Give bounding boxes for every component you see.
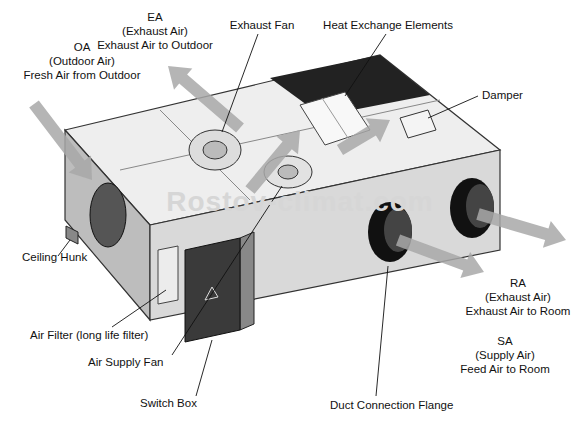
airflow-arrow [168,66,244,133]
part-name: Exhaust Fan [230,18,295,32]
airflow-arrow [476,208,566,248]
airflow-arrow [396,234,484,278]
leader-line [428,96,478,118]
ra-flange [450,178,494,238]
air-filter [158,246,178,304]
flow-description: Exhaust Air to Outdoor [97,38,213,52]
part-name: Air Supply Fan [88,355,163,369]
part-name: Air Filter (long life filter) [30,328,148,342]
flow-description: Exhaust Air to Room [466,304,571,318]
exhaust-fan [189,130,241,170]
flow-name: (Outdoor Air) [49,54,115,68]
leader-line [345,34,386,96]
switch-box [185,238,240,342]
part-name: Duct Connection Flange [330,398,453,412]
airflow-arrow [29,100,92,180]
part-name: Heat Exchange Elements [323,18,453,32]
flow-name: (Supply Air) [475,348,534,362]
leader-line [112,290,166,327]
fan-motor [203,141,227,159]
leader-line [376,266,388,396]
leader-line [196,340,212,396]
part-name: Switch Box [140,396,197,410]
flow-code: SA [497,334,512,348]
ceiling-hunk [66,226,78,244]
fan-motor [278,165,298,179]
damper [400,110,436,138]
part-name: Ceiling Hunk [22,250,87,264]
heat-exchanger-fin [322,98,348,138]
flow-name: (Exhaust Air) [485,290,551,304]
airflow-arrow [245,130,300,194]
flow-code: EA [147,10,162,24]
watermark: Rostov-climat.com [166,186,434,218]
leader-line [222,34,258,132]
flow-description: Fresh Air from Outdoor [24,68,141,82]
flow-code: OA [74,40,91,54]
oa-opening [90,183,126,247]
flow-description: Feed Air to Room [460,362,549,376]
flow-code: RA [510,276,526,290]
flow-name: (Exhaust Air) [122,24,188,38]
airflow-arrow [337,118,390,155]
part-name: Damper [482,88,523,102]
